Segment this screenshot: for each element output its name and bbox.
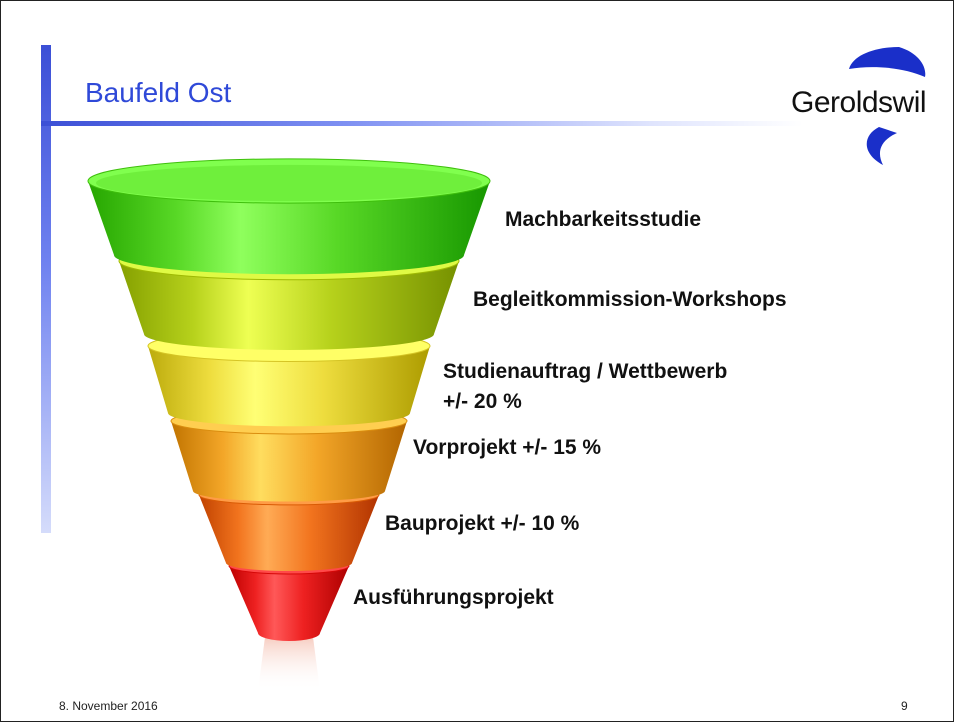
logo-swoosh-icon <box>849 47 926 165</box>
logo-wordmark: Geroldswil <box>791 86 927 119</box>
funnel-segment-body <box>229 558 349 641</box>
stage-label-5: Bauprojekt +/- 10 % <box>385 512 580 535</box>
accent-bar-vertical <box>41 45 51 533</box>
funnel-reflection <box>258 637 320 691</box>
stage-label-1: Machbarkeitsstudie <box>505 208 702 231</box>
stage-label-3: Studienauftrag / Wettbewerb <box>443 360 728 383</box>
geroldswil-logo: Geroldswil <box>787 41 949 171</box>
stage-label-4: Vorprojekt +/- 15 % <box>413 436 602 459</box>
funnel-segment-1 <box>87 158 491 275</box>
funnel-segment-body <box>199 485 379 571</box>
slide-title: Baufeld Ost <box>85 77 232 108</box>
stage-sublabel-3: +/- 20 % <box>443 390 522 413</box>
page-number: 9 <box>901 699 908 713</box>
funnel-top-opening <box>96 164 482 202</box>
accent-bar-horizontal <box>41 121 803 126</box>
stage-label-6: Ausführungsprojekt <box>353 586 554 609</box>
stage-label-2: Begleitkommission-Workshops <box>473 288 787 311</box>
footer-date: 8. November 2016 <box>59 699 158 713</box>
